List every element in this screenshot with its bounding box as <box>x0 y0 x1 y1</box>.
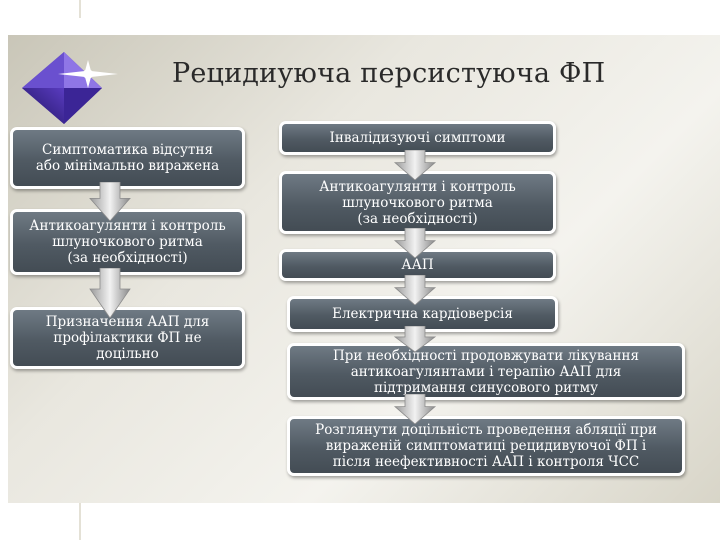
step-text-line: доцільно <box>96 346 159 362</box>
step-text-line: (за необхідності) <box>67 250 187 266</box>
down-arrow-icon <box>393 275 437 305</box>
step-text-line: (за необхідності) <box>357 211 477 227</box>
down-arrow-icon <box>88 182 132 221</box>
step-text-line: після неефективності ААП і контроля ЧСС <box>333 454 639 470</box>
right_column-step-box: Розглянути доцільність проведення абляці… <box>287 416 685 476</box>
step-text-line: ААП <box>401 257 433 273</box>
step-text-line: або мінімально виражена <box>36 158 219 174</box>
down-arrow-icon <box>393 326 437 352</box>
step-text-line: Електрична кардіоверсія <box>332 306 513 322</box>
step-text-line: шлуночкового ритма <box>342 195 493 211</box>
step-text-line: Інвалідизуючі симптоми <box>330 130 506 146</box>
step-text-line: Розглянути доцільність проведення абляці… <box>315 422 657 438</box>
diamond-gem-icon <box>14 40 124 130</box>
down-arrow-icon <box>393 228 437 258</box>
step-text-line: Симптоматика відсутня <box>42 142 213 158</box>
step-text-line: шлуночкового ритма <box>52 234 203 250</box>
step-text-line: профілактики ФП не <box>53 330 201 346</box>
decorative-line <box>79 503 81 540</box>
step-text-line: Антикоагулянти і контроль <box>319 179 516 195</box>
decorative-line <box>79 0 81 18</box>
step-text-line: антикоагулянтами і терапію ААП для <box>351 364 622 380</box>
down-arrow-icon <box>88 268 132 318</box>
slide-title: Рецидиуюча персистуюча ФП <box>172 58 605 89</box>
step-text-line: вираженій симптоматиці рецидивуючої ФП і <box>326 438 646 454</box>
down-arrow-icon <box>393 394 437 424</box>
down-arrow-icon <box>393 150 437 180</box>
step-text-line: При необхідності продовжувати лікування <box>333 348 639 364</box>
